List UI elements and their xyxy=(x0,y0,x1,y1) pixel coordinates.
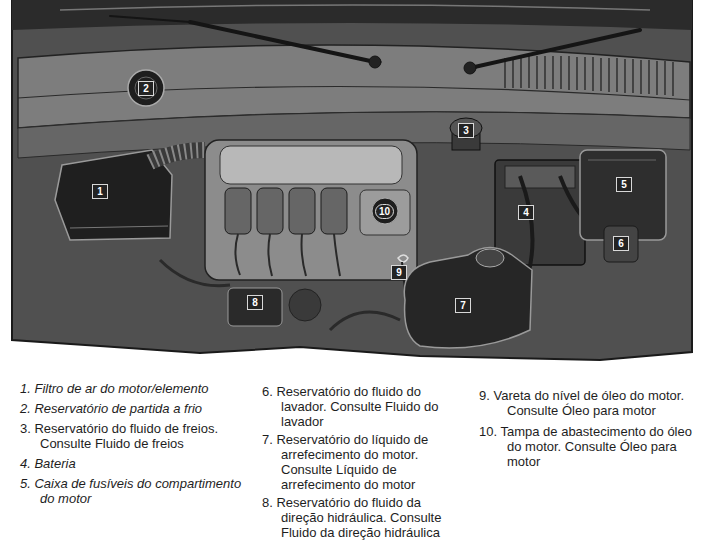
callout-number: 6 xyxy=(613,236,629,251)
intake-ribs xyxy=(150,150,205,162)
power-steering-reservoir xyxy=(228,288,282,326)
battery xyxy=(495,160,585,265)
hood xyxy=(12,0,692,30)
wiper-arms xyxy=(110,16,640,74)
dipstick-handle xyxy=(398,255,408,262)
cowl-grille xyxy=(505,56,673,96)
legend-item: 9. Vareta do nível de óleo do motor. Con… xyxy=(479,388,705,418)
hoses xyxy=(160,260,400,330)
fuse-box-rim xyxy=(588,160,656,161)
legend-item: 2. Reservatório de partida a frio xyxy=(20,401,255,416)
legend-item: 5. Caixa de fusíveis do compartimento do… xyxy=(20,476,255,506)
air-filter-seam xyxy=(70,226,168,228)
callout-number: 3 xyxy=(458,123,474,138)
callout-number: 9 xyxy=(391,265,407,280)
ignition-coils xyxy=(225,188,347,234)
legend-item: 4. Bateria xyxy=(20,456,255,471)
washer-reservoir xyxy=(604,226,638,262)
callout-number: 4 xyxy=(518,205,534,220)
legend-item: 10. Tampa de abastecimento do óleo do mo… xyxy=(479,424,705,469)
callout-number: 1 xyxy=(92,184,108,199)
brake-fluid-cap xyxy=(450,118,482,138)
callout-number: 5 xyxy=(616,177,632,192)
legend-item: 3. Reservatório do fluido de freios. Con… xyxy=(20,421,255,451)
callout-number: 10 xyxy=(375,204,394,219)
callout-number: 7 xyxy=(455,298,471,313)
callout-number: 8 xyxy=(247,295,263,310)
legend-item: 7. Reservatório do líquido de arrefecime… xyxy=(262,432,457,492)
coolant-cap xyxy=(476,249,504,267)
cowl-line xyxy=(18,86,690,100)
valve-cover-end xyxy=(360,190,410,235)
pulley xyxy=(289,289,321,321)
legend-item: 8. Reservatório do fluido da direção hid… xyxy=(262,495,457,540)
engine-bay-illustration xyxy=(0,0,712,362)
legend-item: 6. Reservatório do fluido do lavador. Co… xyxy=(262,384,457,429)
engine-block xyxy=(205,140,417,280)
cold-start-reservoir-cap xyxy=(128,70,164,106)
oil-filler-cap xyxy=(372,198,398,224)
engine-bay xyxy=(12,0,692,360)
legend-item: 1. Filtro de ar do motor/elemento xyxy=(20,381,255,396)
intake-duct xyxy=(150,150,205,162)
callout-number: 2 xyxy=(138,81,154,96)
hood-edge xyxy=(60,5,650,10)
engine-cover xyxy=(220,146,402,184)
ignition-wires xyxy=(235,234,340,276)
coolant-reservoir xyxy=(404,248,532,349)
cap-ring xyxy=(135,77,157,99)
